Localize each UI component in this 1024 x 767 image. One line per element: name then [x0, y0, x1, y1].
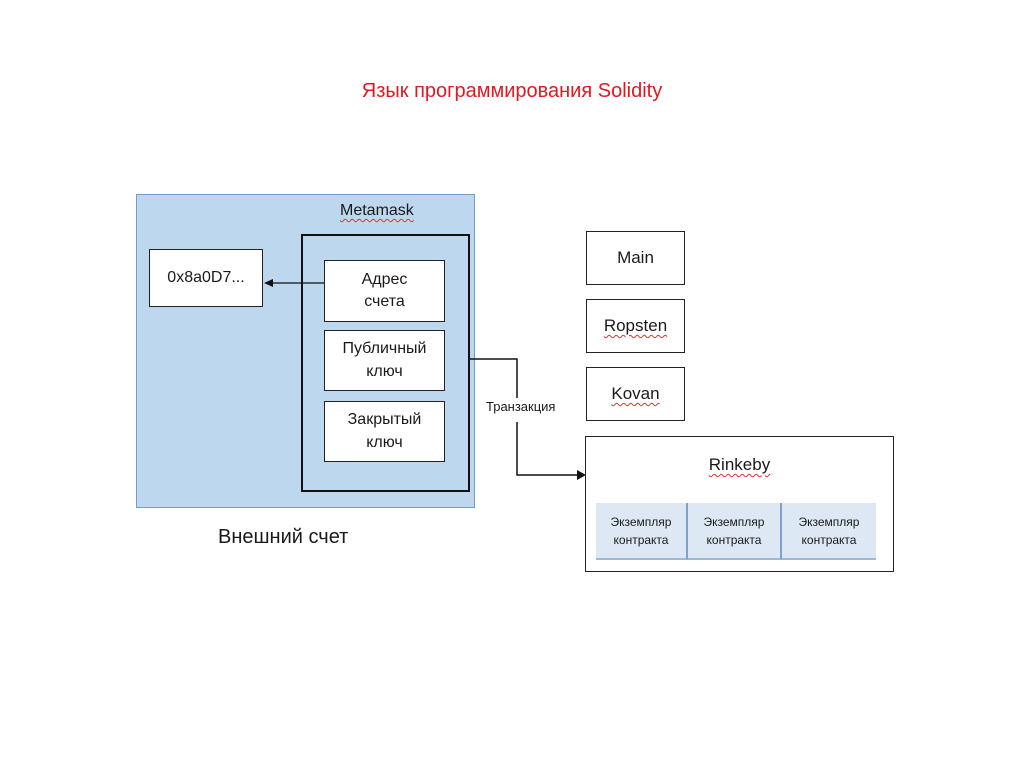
contract-instance: Экземпляр контракта [782, 503, 876, 560]
private-key-box: Закрытый ключ [324, 401, 445, 462]
arrow-head [577, 470, 586, 480]
metamask-label: Metamask [340, 202, 414, 219]
network-rinkeby [585, 436, 894, 572]
network-kovan: Kovan [586, 367, 685, 421]
account-address-box: Адрес счета [324, 260, 445, 322]
address-value-box: 0x8a0D7... [149, 249, 263, 307]
network-main: Main [586, 231, 685, 285]
rinkeby-label: Rinkeby [708, 455, 771, 474]
external-account-label: Внешний счет [218, 526, 349, 548]
public-key-box: Публичный ключ [324, 330, 445, 391]
slide-title: Язык программирования Solidity [361, 80, 663, 102]
metamask-box [301, 234, 470, 492]
contract-instance: Экземпляр контракта [596, 503, 688, 560]
network-ropsten: Ropsten [586, 299, 685, 353]
address-arrow [264, 279, 324, 287]
contract-instance: Экземпляр контракта [688, 503, 782, 560]
transaction-arrow [470, 358, 578, 476]
transaction-label: Транзакция [486, 399, 556, 414]
